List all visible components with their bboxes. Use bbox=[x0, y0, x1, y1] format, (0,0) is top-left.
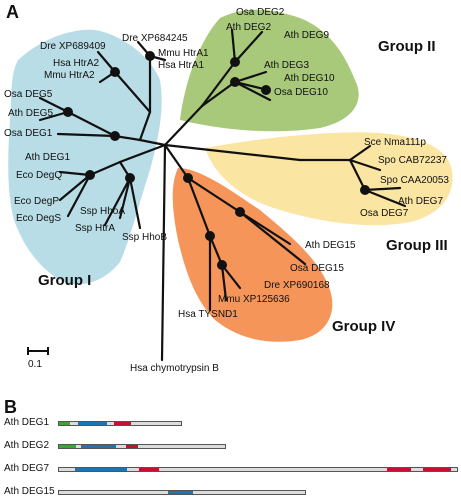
group-1-label: Group I bbox=[38, 272, 92, 289]
leaf-ath-deg9: Ath DEG9 bbox=[284, 30, 330, 41]
group-2-label: Group II bbox=[378, 38, 436, 55]
leaf-spo-cab72237: Spo CAB72237 bbox=[378, 155, 447, 166]
domain-segment-blue bbox=[81, 445, 116, 448]
leaf-dre-xp690168: Dre XP690168 bbox=[264, 280, 330, 291]
leaf-hsa-htra2: Hsa HtrA2 bbox=[53, 58, 100, 69]
group-1-region bbox=[8, 29, 162, 285]
domain-segment-blue bbox=[75, 468, 127, 471]
domain-segment-red bbox=[387, 468, 411, 471]
leaf-eco-degp: Eco DegP bbox=[14, 196, 60, 207]
leaf-ssp-hhoa: Ssp HhoA bbox=[80, 206, 126, 217]
leaf-hsa-htra1: Hsa HtrA1 bbox=[158, 60, 205, 71]
scale-bar-label: 0.1 bbox=[28, 359, 42, 370]
leaf-ath-deg5: Ath DEG5 bbox=[8, 108, 54, 119]
panel-label-b: B bbox=[4, 397, 17, 417]
leaf-ath-deg7: Ath DEG7 bbox=[398, 196, 444, 207]
leaf-osa-deg10: Osa DEG10 bbox=[274, 87, 328, 98]
leaf-eco-degs: Eco DegS bbox=[16, 213, 62, 224]
domain-bar bbox=[58, 421, 182, 426]
panel-label-a: A bbox=[6, 2, 19, 22]
group-4-region bbox=[172, 168, 333, 342]
leaf-mmu-htra1: Mmu HtrA1 bbox=[158, 48, 209, 59]
domain-bar bbox=[58, 467, 458, 472]
domain-segment-red bbox=[126, 445, 138, 448]
leaf-osa-deg1: Osa DEG1 bbox=[4, 128, 53, 139]
root-leaf-label: Hsa chymotrypsin B bbox=[130, 363, 219, 374]
leaf-osa-deg7: Osa DEG7 bbox=[360, 208, 409, 219]
leaf-mmu-htra2: Mmu HtrA2 bbox=[44, 70, 95, 81]
domain-segment-green bbox=[59, 422, 70, 425]
leaf-osa-deg5: Osa DEG5 bbox=[4, 89, 53, 100]
leaf-dre-xp689409: Dre XP689409 bbox=[40, 41, 106, 52]
domain-segment-red bbox=[114, 422, 131, 425]
leaf-ath-deg10: Ath DEG10 bbox=[284, 73, 335, 84]
leaf-sce-nma111p: Sce Nma111p bbox=[364, 137, 426, 148]
domain-row-label: Ath DEG15 bbox=[4, 486, 55, 497]
leaf-spo-caa20053: Spo CAA20053 bbox=[380, 175, 449, 186]
domain-row-label: Ath DEG2 bbox=[4, 440, 50, 451]
leaf-dre-xp684245: Dre XP684245 bbox=[122, 33, 188, 44]
phylogenetic-tree bbox=[8, 9, 453, 362]
domain-segment-green bbox=[59, 445, 76, 448]
leaf-mmu-xp125636: Mmu XP125636 bbox=[218, 294, 290, 305]
leaf-ath-deg15: Ath DEG15 bbox=[305, 240, 356, 251]
domain-bar bbox=[58, 444, 226, 449]
leaf-ath-deg1: Ath DEG1 bbox=[25, 152, 71, 163]
group-2-region bbox=[180, 9, 359, 132]
domain-segment-red bbox=[423, 468, 451, 471]
domain-segment-red bbox=[139, 468, 159, 471]
leaf-eco-degq: Eco DegQ bbox=[16, 170, 63, 181]
leaf-ath-deg2: Ath DEG2 bbox=[226, 22, 272, 33]
leaf-osa-deg2: Osa DEG2 bbox=[236, 7, 285, 18]
domain-segment-blue bbox=[168, 491, 193, 494]
leaf-ssp-htra: Ssp HtrA bbox=[75, 223, 116, 234]
domain-row-label: Ath DEG1 bbox=[4, 417, 50, 428]
group-3-label: Group III bbox=[386, 237, 448, 254]
domain-segment-blue bbox=[78, 422, 107, 425]
leaf-ath-deg3: Ath DEG3 bbox=[264, 60, 310, 71]
tree-nodes bbox=[63, 51, 370, 270]
leaf-hsa-tysnd1: Hsa TYSND1 bbox=[178, 309, 238, 320]
domain-bar bbox=[58, 490, 306, 495]
leaf-osa-deg15: Osa DEG15 bbox=[290, 263, 344, 274]
domain-row-label: Ath DEG7 bbox=[4, 463, 50, 474]
group-4-label: Group IV bbox=[332, 318, 396, 335]
leaf-ssp-hhob: Ssp HhoB bbox=[122, 232, 168, 243]
